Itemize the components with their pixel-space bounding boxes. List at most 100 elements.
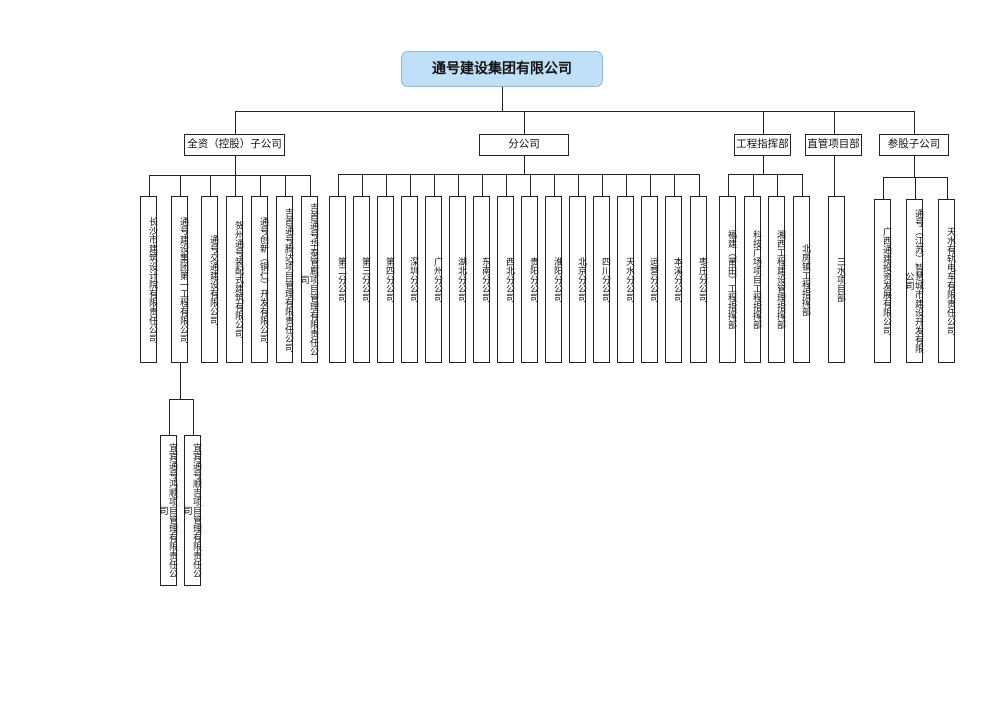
leaf-drop-line <box>409 174 411 196</box>
unit-box-2-3: 北房镇工程指挥部 <box>793 196 810 363</box>
unit-box-0-6-label: 吉首通号华泰管廊项目管理有限责任公司 <box>298 203 318 356</box>
unit-box-1-3: 深圳分公司 <box>401 196 418 363</box>
unit-box-1-4: 广州分公司 <box>425 196 442 363</box>
category-box-2: 工程指挥部 <box>734 134 791 156</box>
leaf-drop-line <box>481 174 483 196</box>
unit-box-0-2: 通号交通建设有限公司 <box>201 196 218 363</box>
root-company-box: 通号建设集团有限公司 <box>401 51 603 87</box>
leaf-drop-line <box>505 174 507 196</box>
root-stem-line <box>502 87 503 111</box>
unit-box-2-0-label: 福建（莆田）工程指挥部 <box>726 230 736 329</box>
unit-box-1-12: 天水分公司 <box>617 196 634 363</box>
unit-box-0-5: 吉首通号腾达项目管理有限责任公司 <box>276 196 293 363</box>
unit-box-4-0-label: 广西通建投资发展有限公司 <box>881 227 891 335</box>
unit-box-0-6: 吉首通号华泰管廊项目管理有限责任公司 <box>298 196 318 363</box>
sub-unit-box-0: 宜宾通号鸿顺项目管理有限责任公司 <box>157 435 177 586</box>
unit-box-1-14-label: 本溪分公司 <box>672 257 682 302</box>
leaf-drop-line <box>752 174 754 196</box>
leaf-drop-line <box>673 174 675 196</box>
leaf-bus-line <box>727 174 803 175</box>
category-stem-line <box>914 156 915 177</box>
unit-box-0-3: 贺州通号装配式建筑有限公司 <box>226 196 243 363</box>
category-drop-line <box>234 111 236 134</box>
unit-box-1-12-label: 天水分公司 <box>624 257 634 302</box>
unit-box-1-10-label: 北京分公司 <box>576 257 586 302</box>
leaf-drop-line <box>209 175 211 196</box>
category-drop-line <box>914 111 915 134</box>
unit-box-1-10: 北京分公司 <box>569 196 586 363</box>
leaf-drop-line <box>309 175 311 196</box>
leaf-drop-line <box>361 174 363 196</box>
category-box-3: 直管项目部 <box>805 134 862 156</box>
sub-unit-box-0-label: 宜宾通号鸿顺项目管理有限责任公司 <box>157 443 177 578</box>
unit-box-1-13: 运营分公司 <box>641 196 658 363</box>
leaf-drop-line <box>625 174 627 196</box>
leaf-drop-line <box>529 174 531 196</box>
category-drop-line <box>524 111 525 134</box>
category-box-0-label: 全资（控股）子公司 <box>187 138 282 151</box>
unit-box-1-15-label: 枣庄分公司 <box>697 257 707 302</box>
leaf-drop-line <box>946 177 948 199</box>
unit-box-1-7: 西北分公司 <box>497 196 514 363</box>
unit-box-2-3-label: 北房镇工程指挥部 <box>800 243 810 316</box>
unit-box-1-1: 第三分公司 <box>353 196 370 363</box>
unit-box-1-4-label: 广州分公司 <box>432 257 442 302</box>
unit-box-0-4: 通号创新（铜仁）开发有限公司 <box>251 196 268 363</box>
unit-box-2-2-label: 湘西工程建设管理指挥部 <box>775 230 785 329</box>
leaf-bus-line <box>148 175 311 176</box>
category-box-4: 参股子公司 <box>879 134 949 156</box>
leaf-drop-line <box>914 177 916 199</box>
unit-box-1-8: 贵阳分公司 <box>521 196 538 363</box>
leaf-drop-line <box>148 175 150 196</box>
category-stem-line <box>234 156 236 175</box>
leaf-drop-line <box>649 174 651 196</box>
category-stem-line <box>524 156 525 174</box>
unit-box-0-4-label: 通号创新（铜仁）开发有限公司 <box>258 216 268 343</box>
unit-box-1-11-label: 四川分公司 <box>600 257 610 302</box>
category-drop-line <box>833 111 835 134</box>
unit-box-0-2-label: 通号交通建设有限公司 <box>208 234 218 325</box>
leaf-drop-line <box>337 174 339 196</box>
unit-box-0-1: 通号建设集团第一工程有限公司 <box>171 196 188 363</box>
sub-stem-line <box>179 363 181 399</box>
unit-box-1-1-label: 第三分公司 <box>360 257 370 302</box>
leaf-drop-line <box>284 175 286 196</box>
unit-box-1-0-label: 第二分公司 <box>336 257 346 302</box>
leaf-drop-line <box>601 174 603 196</box>
leaf-drop-line <box>577 174 579 196</box>
leaf-drop-line <box>882 177 884 199</box>
category-box-4-label: 参股子公司 <box>887 138 941 151</box>
unit-box-1-3-label: 深圳分公司 <box>408 257 418 302</box>
unit-box-0-5-label: 吉首通号腾达项目管理有限责任公司 <box>283 207 293 352</box>
leaf-drop-line <box>698 174 700 196</box>
unit-box-1-2: 第四分公司 <box>377 196 394 363</box>
unit-box-1-5-label: 湖北分公司 <box>456 257 466 302</box>
unit-box-1-6: 东南分公司 <box>473 196 490 363</box>
leaf-drop-line <box>727 174 729 196</box>
unit-box-4-2: 天水有轨电车有限责任公司 <box>938 199 955 363</box>
leaf-drop-line <box>234 175 236 196</box>
category-box-0: 全资（控股）子公司 <box>184 134 285 156</box>
unit-box-4-0: 广西通建投资发展有限公司 <box>874 199 891 363</box>
leaf-drop-line <box>259 175 261 196</box>
unit-box-2-1: 科技广场项目工程指挥部 <box>744 196 761 363</box>
leaf-drop-line <box>385 174 387 196</box>
sub-drop-line <box>168 399 170 435</box>
unit-box-4-2-label: 天水有轨电车有限责任公司 <box>945 227 955 335</box>
unit-box-3-0: 三水项目部 <box>828 196 845 363</box>
unit-box-2-2: 湘西工程建设管理指挥部 <box>768 196 785 363</box>
unit-box-3-0-label: 三水项目部 <box>835 257 845 302</box>
sub-bus-line <box>168 399 194 400</box>
category-bus-line <box>234 111 915 112</box>
sub-unit-box-1: 宜宾通号顺吉项目管理有限责任公司 <box>182 435 201 586</box>
category-stem-line <box>762 156 764 174</box>
unit-box-1-9-label: 淮阳分公司 <box>552 257 562 302</box>
unit-box-1-5: 湖北分公司 <box>449 196 466 363</box>
unit-box-4-1: 通号（江苏）智慧城市建设开发有限公司 <box>904 199 923 363</box>
category-box-3-label: 直管项目部 <box>807 138 860 151</box>
root-company-box-label: 通号建设集团有限公司 <box>432 60 572 77</box>
category-box-2-label: 工程指挥部 <box>736 138 789 151</box>
unit-box-1-11: 四川分公司 <box>593 196 610 363</box>
category-drop-line <box>762 111 764 134</box>
